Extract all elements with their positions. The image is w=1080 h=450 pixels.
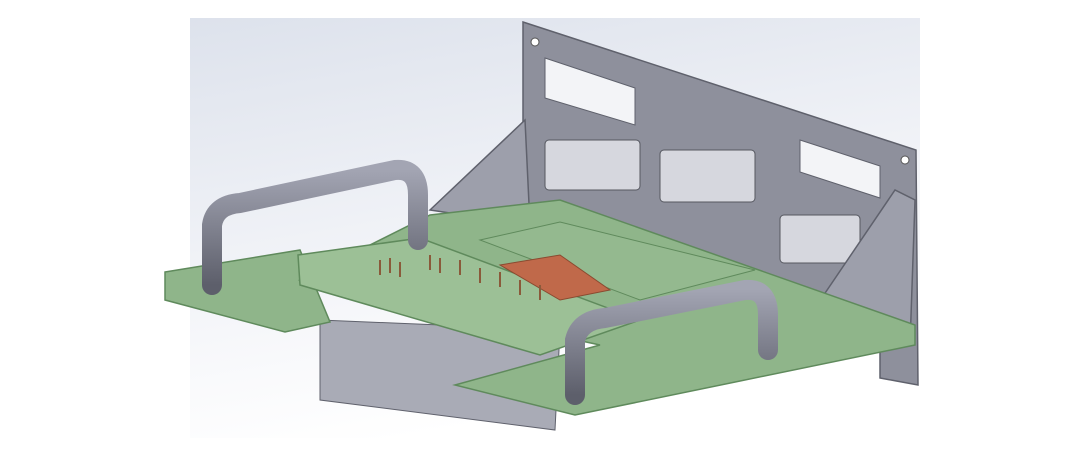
upper-board	[297, 237, 643, 356]
right-handle	[565, 279, 778, 405]
connector-bank	[544, 139, 861, 264]
left-handle	[202, 159, 428, 295]
pin-rows	[379, 255, 541, 300]
